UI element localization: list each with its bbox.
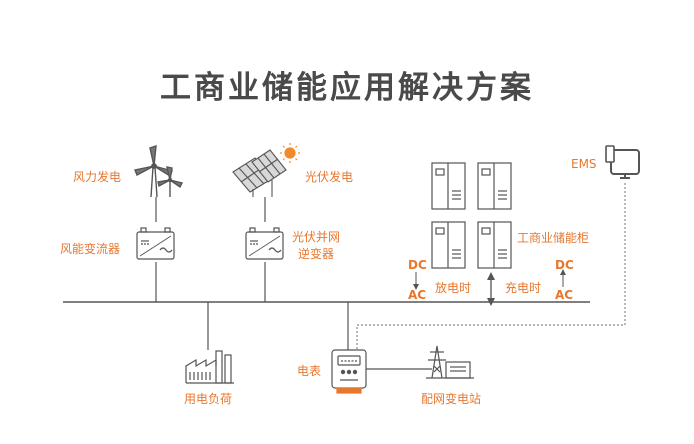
meter-label: 电表 [297, 364, 322, 378]
ac-left: AC [408, 288, 427, 302]
substation-icon [426, 345, 474, 379]
wind-converter-label: 风能变流器 [60, 242, 121, 256]
ems-dotted-line [356, 183, 626, 350]
pv-inverter-label-line2: 逆变器 [298, 247, 335, 261]
sun-icon [280, 143, 300, 163]
dc-ac-arrow-right [560, 269, 566, 287]
dc-ac-arrow-left [413, 272, 419, 290]
solar-panel-icon [232, 149, 287, 197]
storage-double-arrow [487, 272, 495, 306]
load-label: 用电负荷 [184, 392, 233, 406]
discharge-label: 放电时 [435, 281, 472, 295]
inverter-icon [245, 227, 284, 260]
wind-turbine-icon [134, 144, 184, 198]
storage-cabinet-icon [431, 162, 512, 269]
pv-inverter-label-line1: 光伏并网 [292, 230, 341, 244]
dc-right: DC [555, 258, 574, 272]
monitor-icon [605, 145, 640, 179]
page-title: 工商业储能应用解决方案 [160, 70, 534, 106]
pv-inverter-label: 光伏并网 逆变器 [292, 229, 340, 263]
converter-icon [136, 227, 175, 260]
factory-icon [185, 350, 234, 384]
ac-right: AC [555, 288, 574, 302]
wind-label: 风力发电 [73, 170, 122, 184]
meter-icon [331, 349, 367, 394]
charge-label: 充电时 [505, 281, 542, 295]
pv-label: 光伏发电 [305, 170, 354, 184]
substation-label: 配网变电站 [421, 392, 482, 406]
dc-left: DC [408, 258, 427, 272]
storage-cabinet-label: 工商业储能柜 [517, 231, 590, 245]
ems-label: EMS [571, 157, 597, 171]
